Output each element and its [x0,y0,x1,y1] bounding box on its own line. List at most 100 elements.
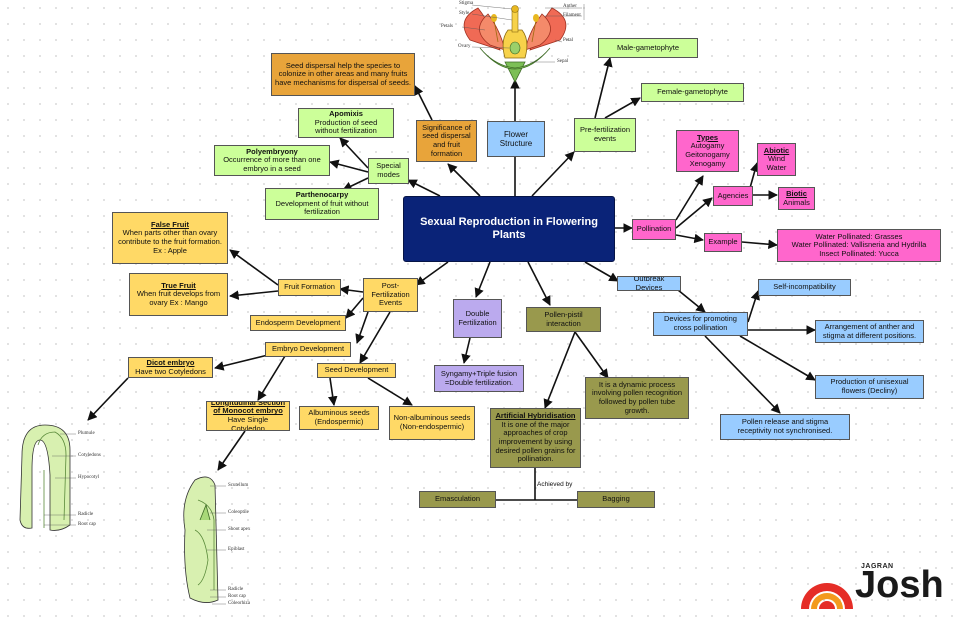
monocot-label-coleorhiza: Coleorhiza [228,601,250,606]
self-incompatibility-node[interactable]: Self-incompatibility [758,279,851,296]
flower-diagram [461,4,585,83]
example-grasses: Water Pollinated: Grasses [815,231,903,241]
hybridisation-desc: It is one of the major approaches of cro… [495,419,576,464]
example-vallisneria: Water Pollinated: Vallisneria and Hydril… [791,240,927,250]
flower-label-sepal: Sepal [557,59,569,64]
albuminous-seeds-node[interactable]: Albuminous seeds (Endospermic) [299,406,379,430]
fruit-formation-node[interactable]: Fruit Formation [278,279,341,296]
anther-stigma-arrangement-node[interactable]: Arrangement of anther and stigma at diff… [815,320,924,343]
dicot-label-radicle: Radicle [78,512,94,517]
hybridisation-title: Artificial Hybridisation [495,411,576,421]
type-xenogamy: Xenogamy [689,158,726,168]
flower-label-anther: Anther [563,4,577,9]
parthenocarpy-node[interactable]: Parthenocarpy Development of fruit witho… [265,188,379,220]
significance-node[interactable]: Significance of seed dispersal and fruit… [416,120,477,162]
artificial-hybridisation-node[interactable]: Artificial Hybridisation It is one of th… [490,408,581,468]
pollen-release-node[interactable]: Pollen release and stigma receptivity no… [720,414,850,440]
achieved-by-label: Achieved by [537,481,573,488]
dicot-label-hypocotyl: Hypocotyl [78,475,100,480]
pollination-examples-node[interactable]: Water Pollinated: Grasses Water Pollinat… [777,229,941,262]
monocot-label-epiblast: Epiblast [228,547,245,552]
false-fruit-desc: When parts other than ovary contribute t… [118,228,222,255]
monocot-embryo-title: Longitudinal Section of Monocot embryo [210,401,286,416]
endosperm-development-node[interactable]: Endosperm Development [250,315,346,331]
flower-label-petals: Petals [441,24,453,29]
unisexual-flowers-node[interactable]: Production of unisexual flowers (Decliny… [815,375,924,399]
dynamic-process-node[interactable]: It is a dynamic process involving pollen… [585,377,689,419]
types-title: Types [696,132,719,142]
cross-pollination-devices-node[interactable]: Devices for promoting cross pollination [653,312,748,336]
flower-label-petal: Petal [563,38,573,43]
apomixis-node[interactable]: Apomixis Production of seed without fert… [298,108,394,138]
false-fruit-node[interactable]: False Fruit When parts other than ovary … [112,212,228,264]
dicot-label-root-cap: Root cap [78,522,96,527]
abiotic-water: Water [766,162,787,172]
outbreak-devices-node[interactable]: Outbreak Devices [617,276,681,291]
male-gametophyte-node[interactable]: Male-gametophyte [598,38,698,58]
flower-label-ovary: Ovary [458,44,471,49]
example-yucca: Insect Pollinated: Yucca [819,248,899,258]
biotic-title: Biotic [786,188,807,198]
jagran-josh-logo: JAGRAN Josh [797,562,947,612]
flower-structure-node[interactable]: Flower Structure [487,121,545,157]
parthenocarpy-title: Parthenocarpy [295,190,349,200]
abiotic-wind: Wind [767,154,786,164]
logo-main-text: Josh [855,564,944,606]
logo-top-text: JAGRAN [861,563,894,570]
type-geitonogamy: Geitonogamy [685,150,730,159]
polyembryony-desc: Occurrence of more than one embryo in a … [223,155,321,173]
dicot-label-cotyledons: Cotyledons [78,453,101,458]
pollen-pistil-node[interactable]: Pollen-pistil interaction [526,307,601,332]
true-fruit-title: True Fruit [161,280,196,290]
dicot-embryo-desc: Have two Cotyledons [135,366,206,376]
special-modes-node[interactable]: Special modes [368,158,409,184]
central-topic[interactable]: Sexual Reproduction in Flowering Plants [403,196,615,262]
false-fruit-title: False Fruit [151,219,189,229]
true-fruit-node[interactable]: True Fruit When fruit develops from ovar… [129,273,228,316]
dicot-label-plumule: Plumule [78,431,95,436]
dicot-embryo-node[interactable]: Dicot embryo Have two Cotyledons [128,357,213,378]
agencies-node[interactable]: Agencies [713,186,753,206]
double-fertilization-node[interactable]: Double Fertilization [453,299,502,338]
monocot-embryo-node[interactable]: Longitudinal Section of Monocot embryo H… [206,401,290,431]
monocot-label-radicle: Radicle [228,587,244,592]
dicot-embryo-title: Dicot embryo [146,357,195,367]
type-autogamy: Autogamy [690,141,725,151]
embryo-development-node[interactable]: Embryo Development [265,342,351,357]
syngamy-node[interactable]: Syngamy+Triple fusion =Double fertilizat… [434,365,524,392]
monocot-embryo-desc: Have Single Cotyledon [227,415,269,431]
monocot-label-coleoptile: Coleoptile [228,510,249,515]
abiotic-title: Abiotic [763,145,790,155]
monocot-label-root-cap: Root cap [228,594,246,599]
monocot-label-shoot-apex: Shoot apex [228,527,251,532]
monocot-label-scutellum: Scutellum [228,483,249,488]
bagging-node[interactable]: Bagging [577,491,655,508]
apomixis-desc: Production of seed without fertilization [314,117,378,136]
biotic-node[interactable]: Biotic Animals [778,187,815,210]
female-gametophyte-node[interactable]: Female-gametophyte [641,83,744,102]
apomixis-title: Apomixis [329,109,363,119]
monocot-embryo-drawing [183,476,226,605]
flower-label-style: Style [459,11,470,16]
post-fertilization-node[interactable]: Post-Fertilization Events [363,278,418,312]
biotic-animals: Animals [783,197,810,207]
example-node[interactable]: Example [704,233,742,252]
abiotic-node[interactable]: Abiotic Wind Water [757,143,796,176]
logo-sun-icon [801,583,853,609]
pollination-node[interactable]: Pollination [632,219,676,240]
non-albuminous-seeds-node[interactable]: Non-albuminous seeds (Non-endospermic) [389,406,475,440]
seed-development-node[interactable]: Seed Development [317,363,396,378]
true-fruit-desc: When fruit develops from ovary Ex : Mang… [136,289,221,307]
pollination-types-node[interactable]: Types Autogamy Geitonogamy Xenogamy [676,130,739,172]
flower-label-filament: Filament [563,13,581,18]
parthenocarpy-desc: Development of fruit without fertilizati… [275,198,369,217]
pre-fertilization-node[interactable]: Pre-fertilization events [574,118,636,152]
dicot-embryo-drawing [19,424,76,531]
central-topic-label: Sexual Reproduction in Flowering Plants [420,216,598,241]
flower-label-stigma: Stigma [459,1,474,6]
polyembryony-node[interactable]: Polyembryony Occurrence of more than one… [214,145,330,176]
polyembryony-title: Polyembryony [246,146,298,156]
emasculation-node[interactable]: Emasculation [419,491,496,508]
seed-dispersal-node[interactable]: Seed dispersal help the species to colon… [271,53,415,96]
